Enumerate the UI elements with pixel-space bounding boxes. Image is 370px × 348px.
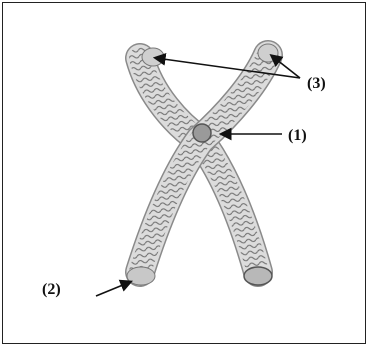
arrow-label-2 <box>96 282 130 296</box>
label-3: (3) <box>307 75 326 92</box>
telomere-bottom-right <box>244 267 272 285</box>
label-2: (2) <box>42 281 61 298</box>
telomere-bottom-left <box>127 267 155 285</box>
telomere-top-left <box>142 48 164 66</box>
centromere <box>193 124 211 142</box>
label-1: (1) <box>288 127 307 144</box>
